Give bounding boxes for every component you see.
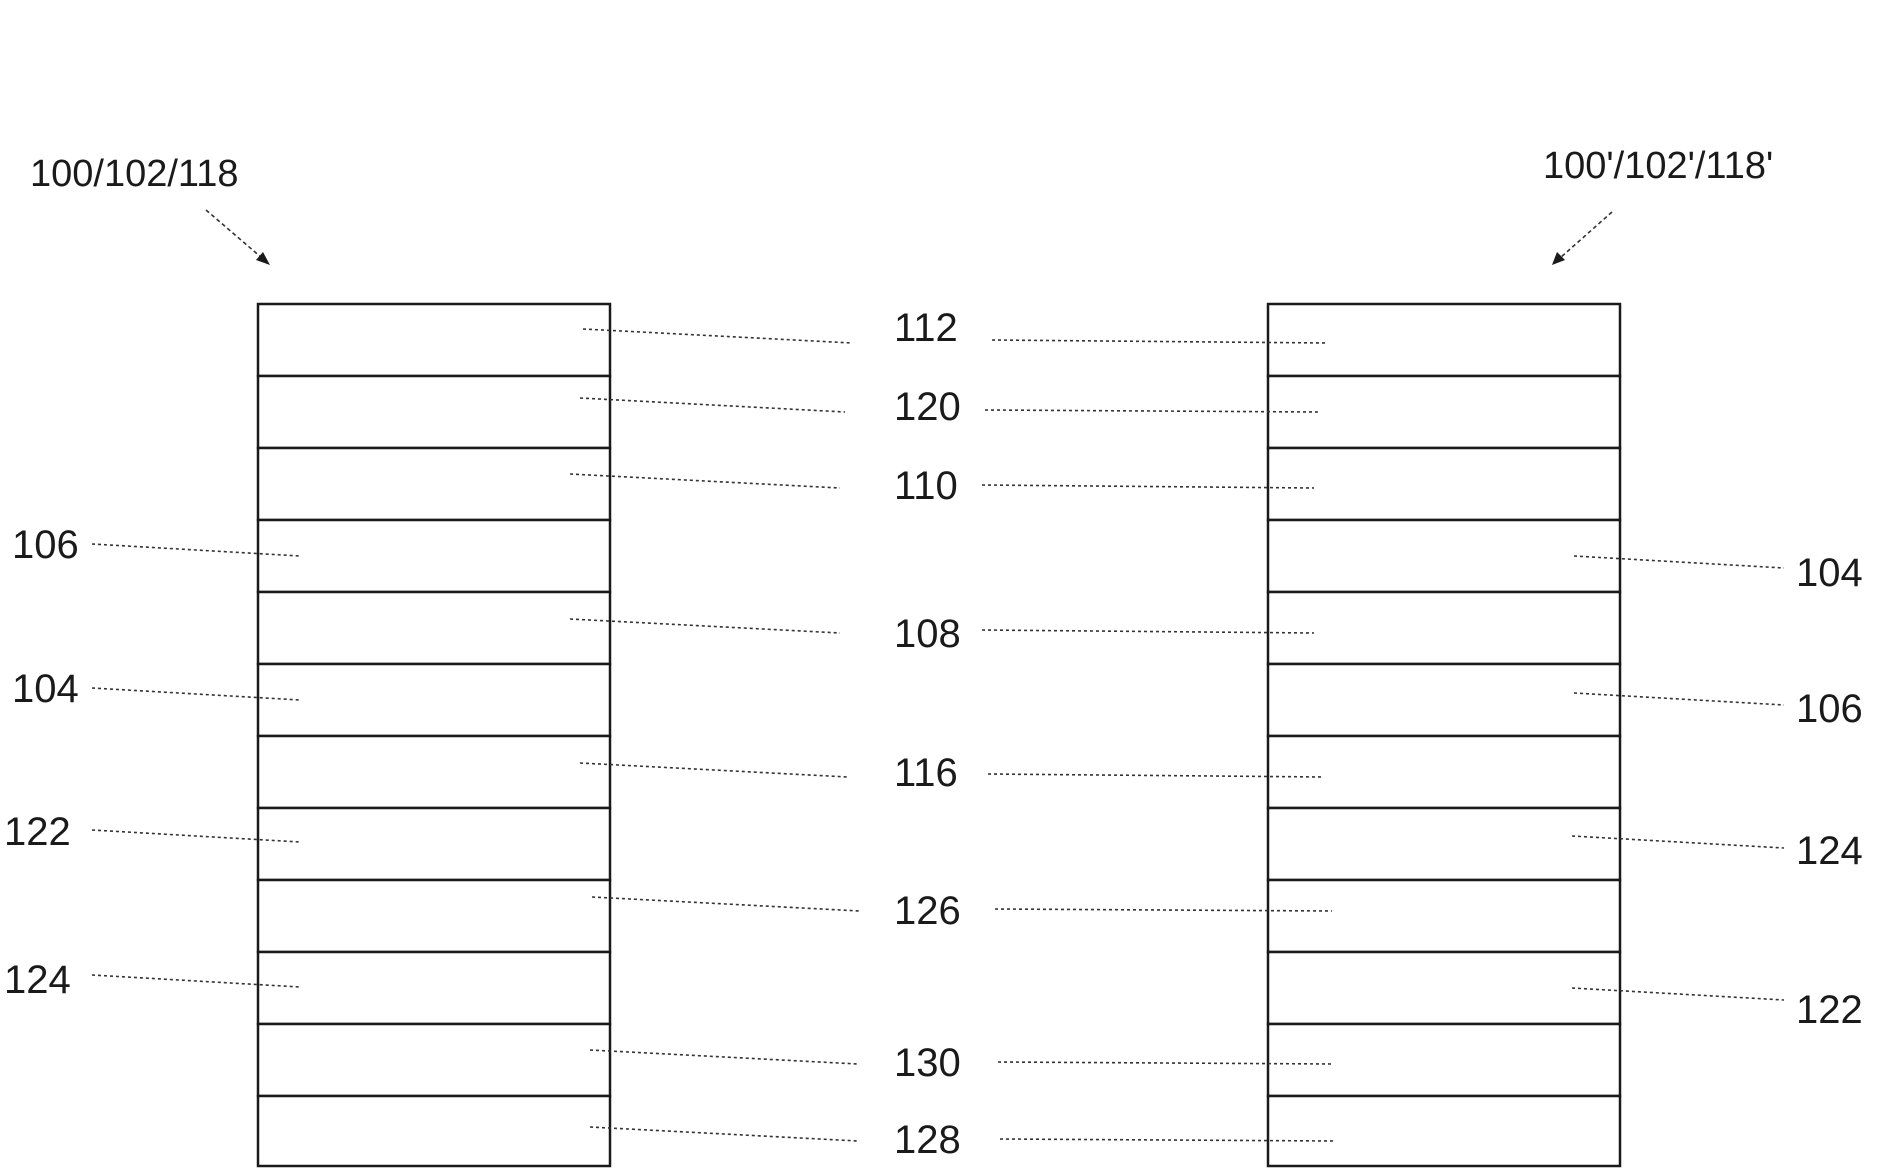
right-layer-5 [1268,592,1620,664]
left-label-124: 124 [4,958,71,1002]
right-layer-7 [1268,736,1620,808]
left-layer-1 [258,304,610,376]
left-layer-6 [258,664,610,736]
right-layer-9 [1268,880,1620,952]
leader-116-left [580,763,848,777]
leader-108-right [982,630,1314,633]
left-layer-2 [258,376,610,448]
leader-120-left [580,398,845,412]
right-label-104: 104 [1796,551,1863,595]
left-layer-4 [258,520,610,592]
leader-112-left [583,329,852,343]
left-layer-9 [258,880,610,952]
right-layer-10 [1268,952,1620,1024]
left-layer-3 [258,448,610,520]
right-layer-8 [1268,808,1620,880]
right-stack-reference: 100'/102'/118' [1543,145,1773,187]
center-labels: 112 120 110 108 116 126 130 128 [570,306,1334,1162]
left-reference-arrow [206,210,262,258]
right-layer-2 [1268,376,1620,448]
leader-126-left [592,897,860,911]
center-label-120: 120 [894,385,961,429]
center-label-110: 110 [894,464,958,508]
right-stack [1268,304,1620,1166]
left-layer-5 [258,592,610,664]
right-reference-arrow [1560,212,1612,258]
left-stack-reference: 100/102/118 [30,153,239,195]
center-label-128: 128 [894,1118,961,1162]
leader-110-right [982,485,1314,488]
center-label-130: 130 [894,1041,961,1085]
right-layer-6 [1268,664,1620,736]
left-layer-12 [258,1096,610,1166]
center-label-116: 116 [894,751,958,795]
right-layer-12 [1268,1096,1620,1166]
left-layer-11 [258,1024,610,1096]
left-layer-10 [258,952,610,1024]
left-stack [258,304,610,1166]
left-layer-7 [258,736,610,808]
leader-128-left [590,1127,858,1141]
right-layer-4 [1268,520,1620,592]
left-label-122: 122 [4,810,71,854]
left-reference-arrowhead [256,252,270,265]
center-label-112: 112 [894,306,958,350]
left-label-104: 104 [12,667,79,711]
right-reference-arrowhead [1552,252,1565,265]
center-label-126: 126 [894,889,961,933]
left-layer-8 [258,808,610,880]
left-side-labels: 106 104 122 124 [4,523,300,1002]
right-layer-3 [1268,448,1620,520]
left-label-106: 106 [12,523,79,567]
right-layer-11 [1268,1024,1620,1096]
center-label-108: 108 [894,612,961,656]
right-label-106: 106 [1796,687,1863,731]
right-layer-1 [1268,304,1620,376]
leader-130-left [590,1050,858,1064]
right-label-124: 124 [1796,829,1863,873]
right-label-122: 122 [1796,988,1863,1032]
